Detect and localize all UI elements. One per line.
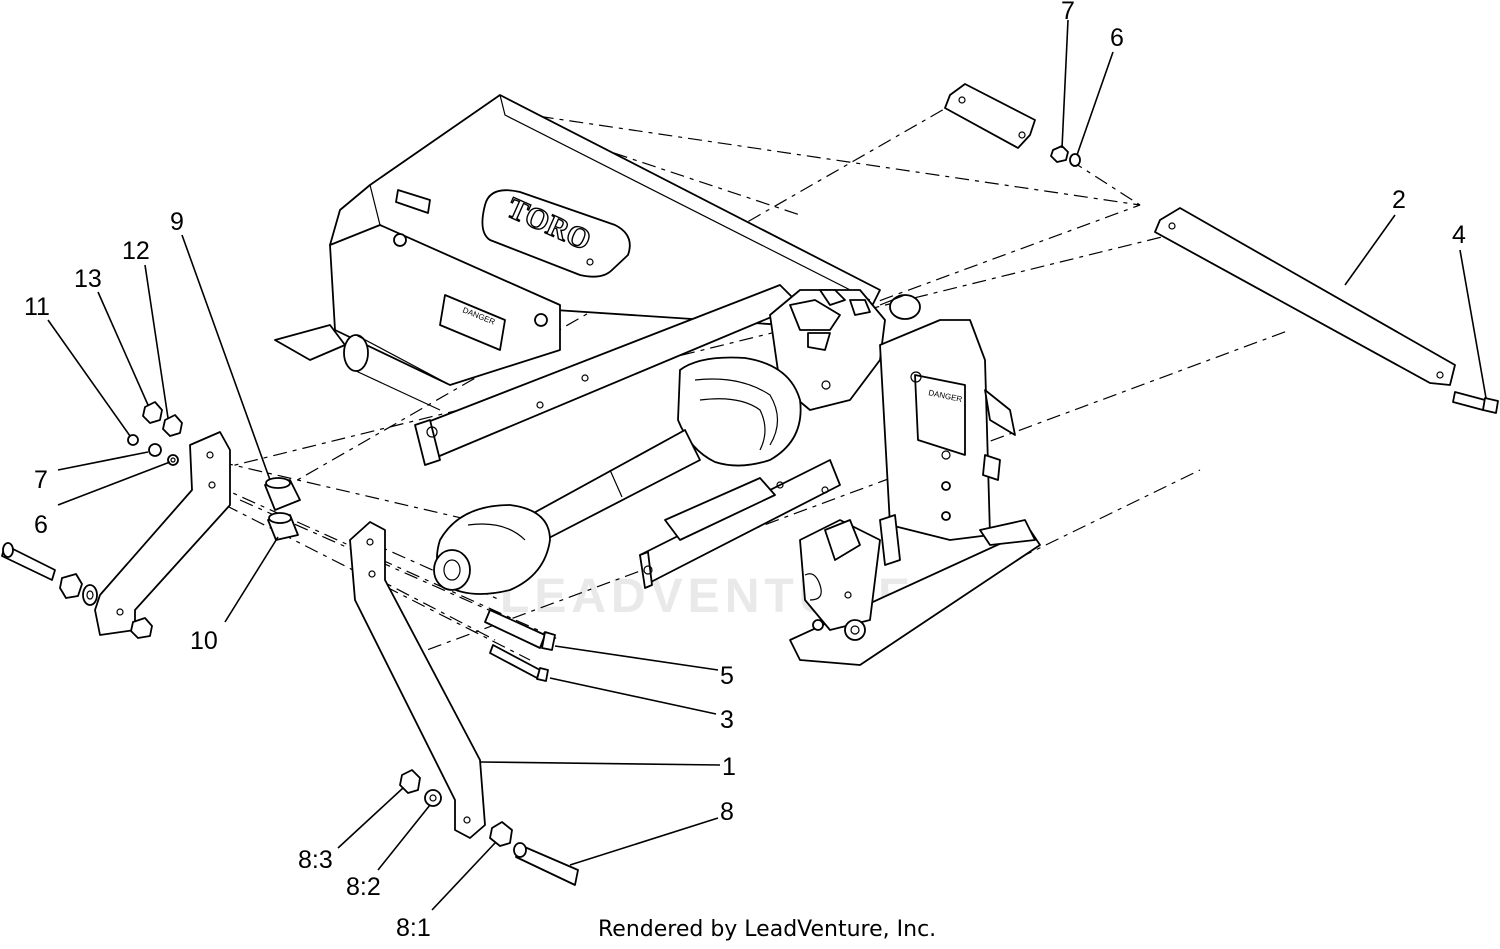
callout-8-1: 8:1 [396, 914, 431, 942]
callout-7-top: 7 [1061, 0, 1075, 25]
parts-6-7-top-hardware [1050, 145, 1081, 167]
callout-11: 11 [24, 293, 50, 321]
left-hitch-arm [94, 431, 231, 639]
part-2-cover-plate [1154, 207, 1456, 386]
spacers-9-10 [264, 477, 301, 541]
callout-13: 13 [74, 265, 102, 293]
gearbox-assembly [433, 289, 921, 595]
callout-8: 8 [720, 798, 734, 826]
tiller-housing: TORO DANGER [274, 94, 881, 466]
part-4-bolt [1452, 391, 1499, 414]
callout-9: 9 [170, 208, 184, 236]
callout-5: 5 [720, 662, 734, 690]
callout-3: 3 [720, 706, 734, 734]
callout-4: 4 [1452, 221, 1466, 249]
callout-8-3: 8:3 [298, 846, 333, 874]
callout-7-left: 7 [34, 466, 48, 494]
callout-6-top: 6 [1110, 24, 1124, 52]
left-pin-hardware [1, 542, 98, 606]
small-shield-plate [944, 83, 1036, 149]
callout-2: 2 [1392, 186, 1406, 214]
right-frame: DANGER [639, 319, 1041, 666]
callout-6-left: 6 [34, 511, 48, 539]
leader-lines [47, 19, 1487, 911]
callout-12: 12 [122, 237, 150, 265]
callout-1: 1 [722, 753, 736, 781]
left-small-hardware [127, 401, 183, 466]
part-8-pin-hardware [399, 769, 579, 886]
callout-8-2: 8:2 [346, 873, 381, 901]
danger-decal-left [439, 294, 506, 351]
callout-labels: 7 6 2 4 9 12 13 11 7 6 10 5 3 1 8 8:3 8:… [24, 0, 1466, 942]
parts-3-5-bolts [484, 609, 556, 682]
callout-10: 10 [190, 627, 218, 655]
render-credit: Rendered by LeadVenture, Inc. [598, 917, 936, 942]
part-1-right-hitch-arm [349, 521, 486, 839]
